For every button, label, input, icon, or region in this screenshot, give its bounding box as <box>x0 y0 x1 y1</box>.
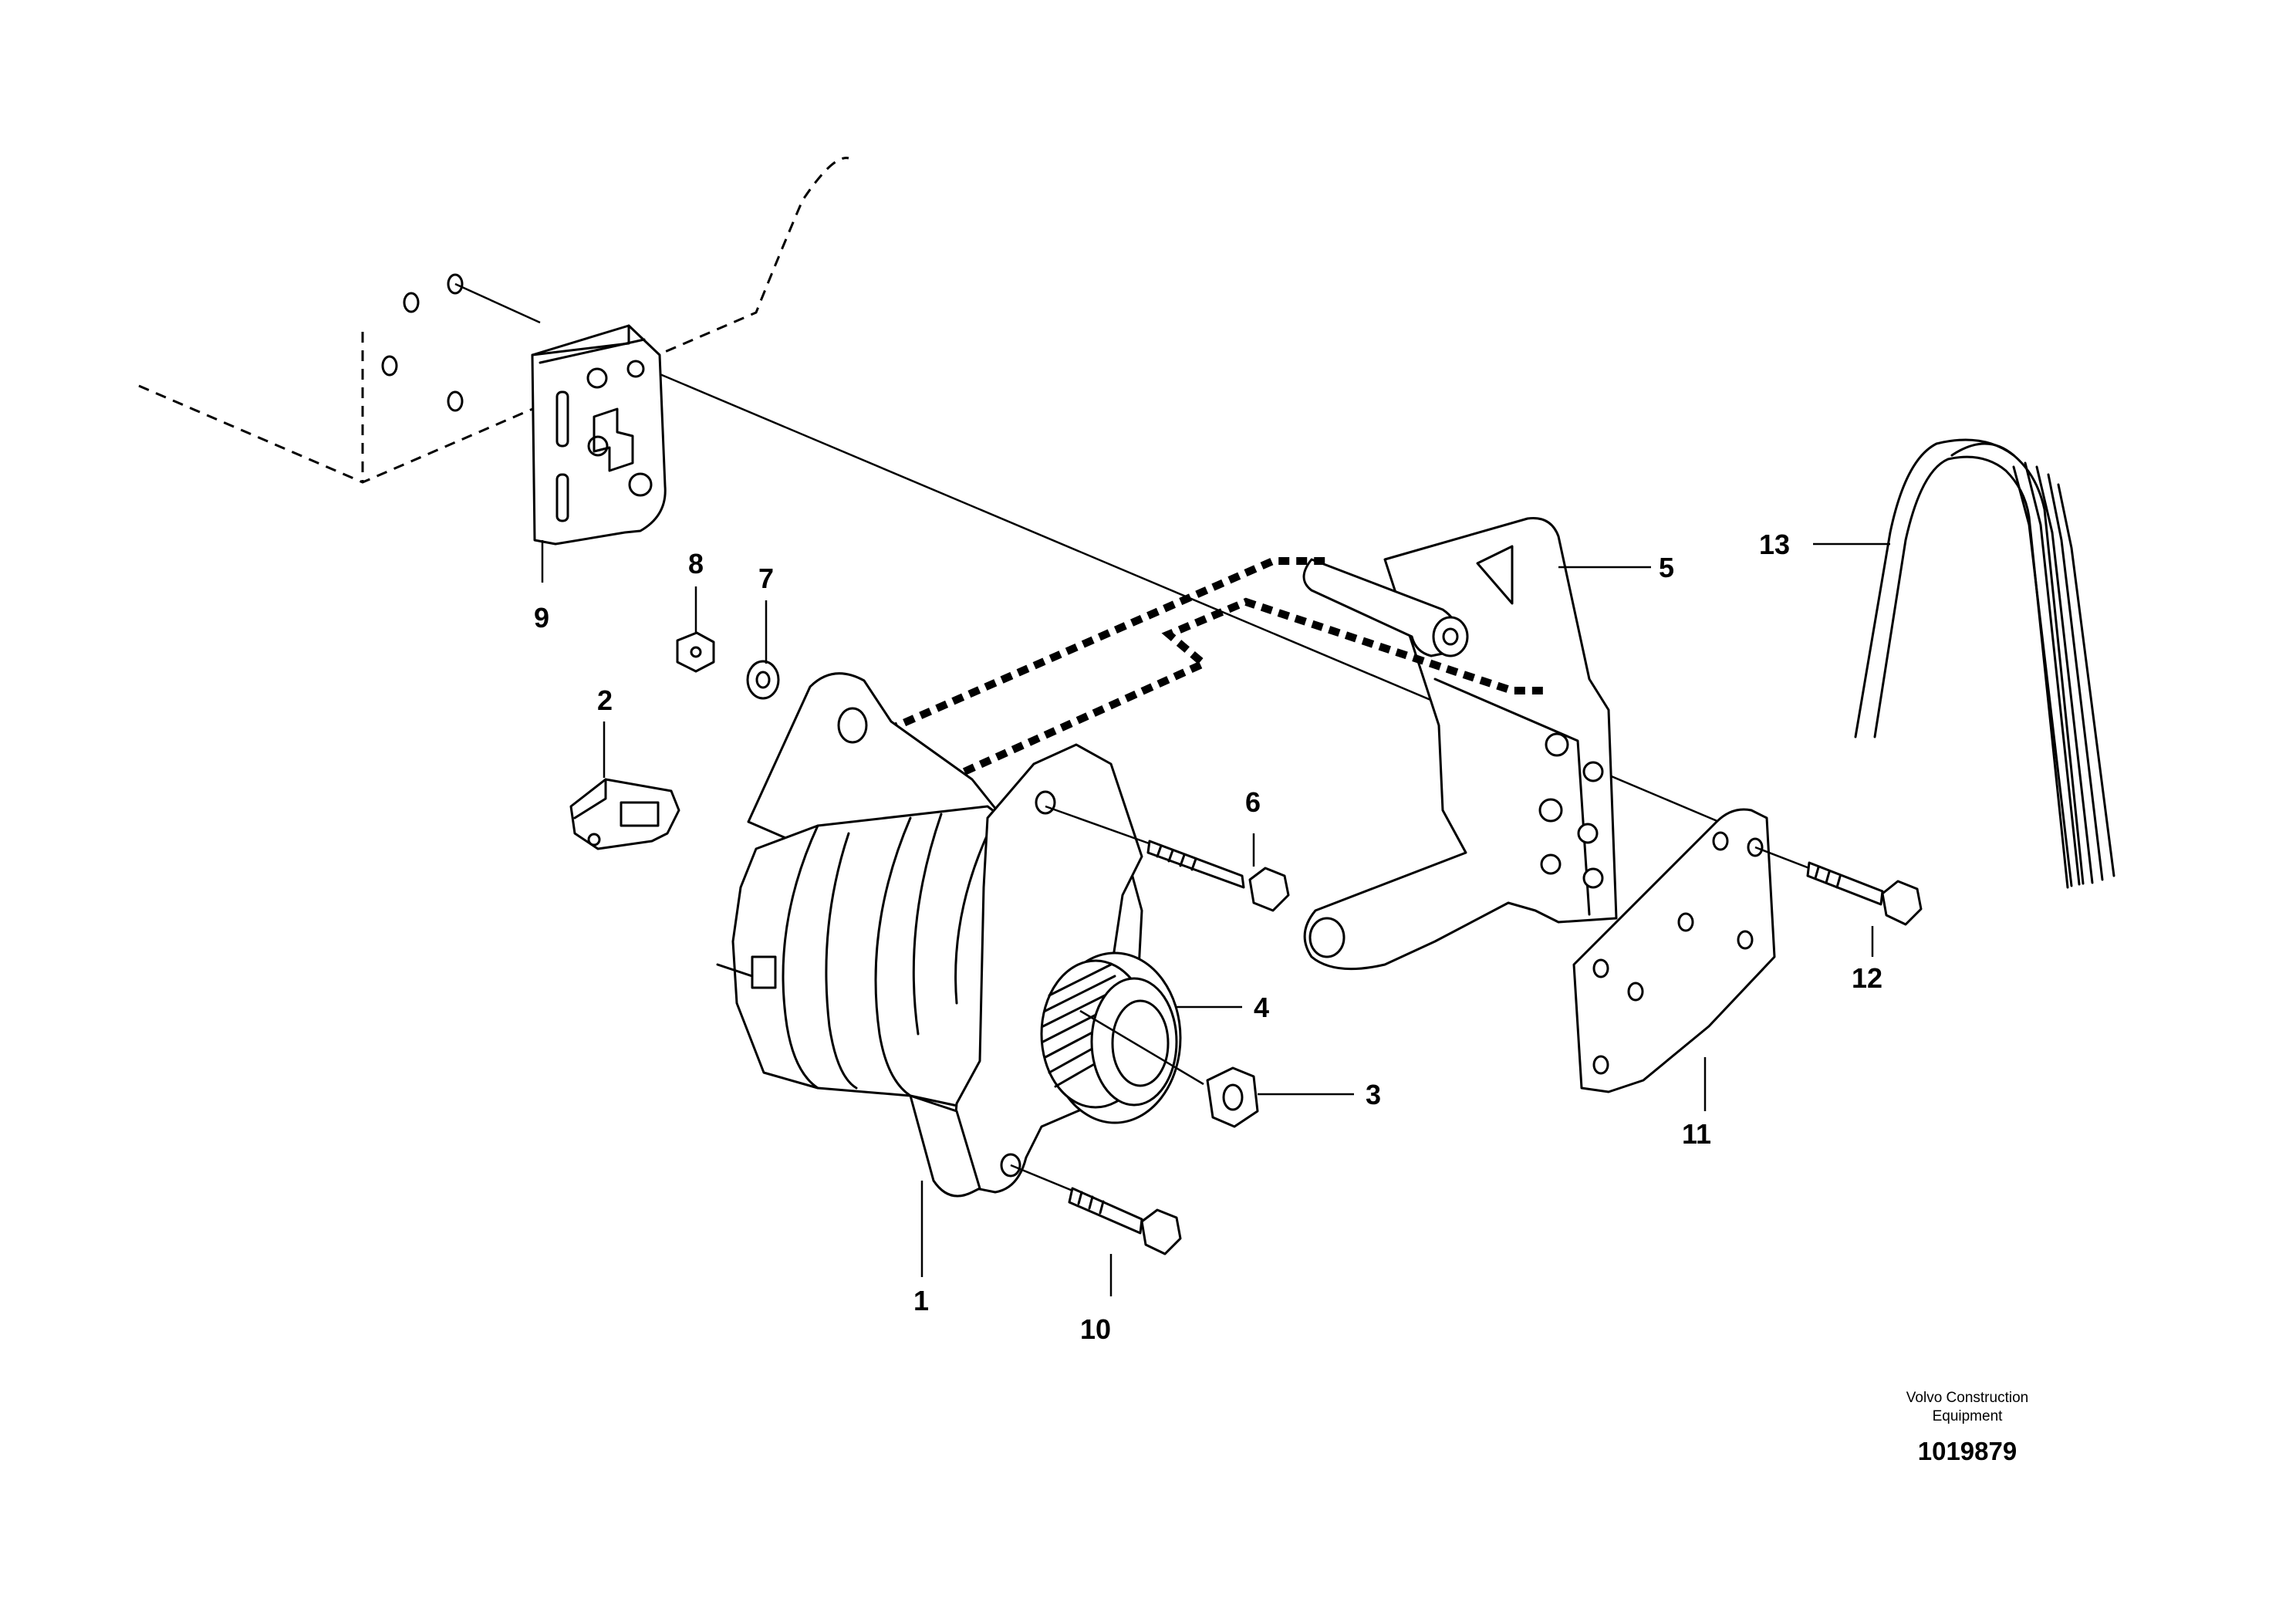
part-9-bracket-plate <box>531 324 667 546</box>
drawing-number: 1019879 <box>1917 1437 2017 1465</box>
belt-path-hatch <box>869 557 1543 776</box>
callout-9: 9 <box>534 602 549 634</box>
callout-13: 13 <box>1759 529 1790 560</box>
brand-label: Volvo Construction Equipment <box>1882 1389 2052 1426</box>
part-6-bolt <box>1045 805 1290 912</box>
brand-line-1: Volvo Construction <box>1906 1390 2029 1406</box>
callout-4: 4 <box>1254 992 1269 1023</box>
callout-10: 10 <box>1080 1313 1111 1345</box>
callout-7: 7 <box>758 563 774 594</box>
callout-8: 8 <box>688 548 704 580</box>
leader-lines <box>541 540 1890 1296</box>
part-11-spacer-plate <box>1572 808 1776 1093</box>
callout-11: 11 <box>1682 1118 1711 1150</box>
callout-2: 2 <box>597 684 613 716</box>
part-7-washer <box>746 660 780 700</box>
part-13-drive-belt <box>1854 438 2115 889</box>
part-12-bolt <box>1754 846 1923 926</box>
part-3-pulley-nut <box>1206 1066 1259 1128</box>
brand-line-2: Equipment <box>1932 1408 2003 1424</box>
part-1-alternator <box>716 672 1204 1198</box>
part-2-regulator <box>569 778 680 850</box>
callout-3: 3 <box>1366 1079 1381 1110</box>
part-5-tensioner-bracket <box>1302 516 1618 971</box>
callout-12: 12 <box>1852 962 1882 994</box>
engine-block-outline <box>138 157 849 484</box>
part-8-nut <box>676 631 715 673</box>
callout-6: 6 <box>1245 786 1261 818</box>
part-10-bolt <box>1010 1164 1182 1255</box>
callout-5: 5 <box>1659 552 1674 583</box>
callout-1: 1 <box>913 1285 929 1316</box>
